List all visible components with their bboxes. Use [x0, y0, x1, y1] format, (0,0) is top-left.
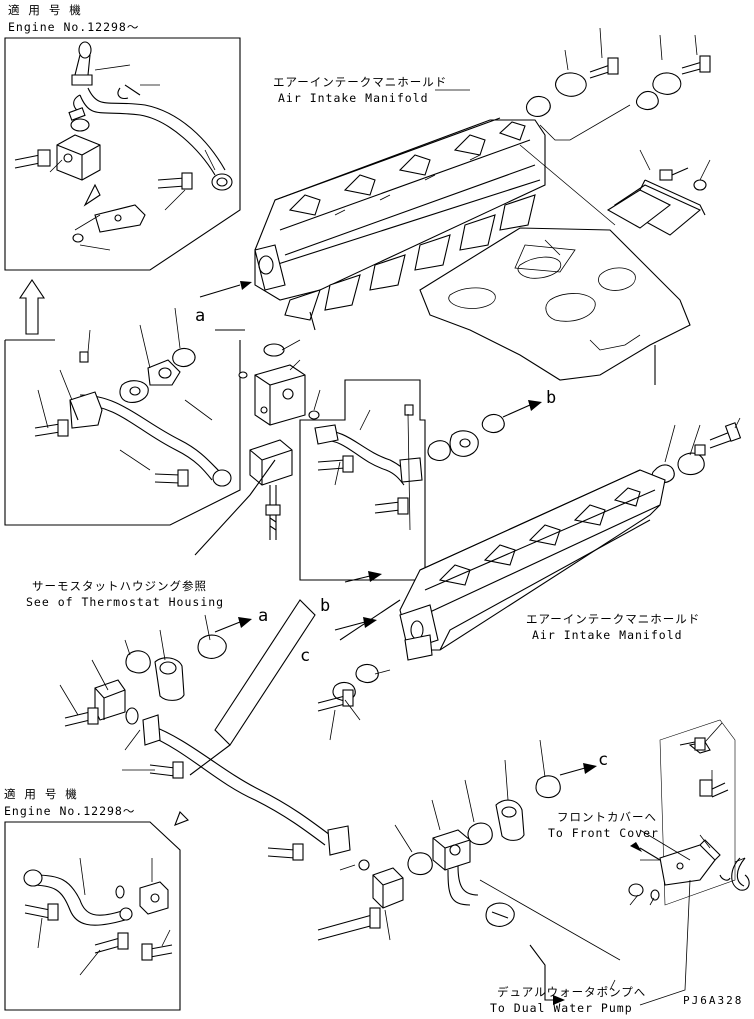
- up-arrow: [18, 279, 46, 335]
- front-cover-jp: フロントカバーへ: [557, 810, 657, 824]
- manifold-upper-jp: エアーインテークマニホールド: [273, 75, 448, 89]
- manifold-lower-jp: エアーインテークマニホールド: [526, 612, 701, 626]
- upper-manifold: [254, 117, 546, 321]
- direction-arrows: [174, 281, 661, 1005]
- thermostat-en: See of Thermostat Housing: [26, 595, 225, 609]
- engine-bottom-en: Engine No.12298～: [4, 804, 136, 818]
- thermostat-jp: サーモスタットハウジング参照: [32, 579, 207, 593]
- label-leaders: [435, 89, 691, 1006]
- right-gaskets: [427, 413, 742, 484]
- callout-c1: c: [300, 646, 311, 666]
- water-pump-en: To Dual Water Pump: [490, 1001, 633, 1015]
- inset-bottom-left: [4, 821, 181, 1011]
- callout-b1: b: [546, 388, 557, 408]
- callout-a1: a: [195, 306, 206, 326]
- engine-bottom-jp: 適 用 号 機: [4, 787, 78, 801]
- manifold-upper-en: Air Intake Manifold: [278, 91, 429, 105]
- lower-right-parts: [628, 719, 750, 906]
- callout-b2: b: [320, 596, 331, 616]
- callout-c3: c: [598, 750, 609, 770]
- middle-left-group: [4, 307, 241, 526]
- engine-block: [419, 227, 691, 385]
- front-cover-en: To Front Cover: [548, 826, 659, 840]
- water-pump-jp: デュアルウォータポンプへ: [497, 985, 647, 999]
- lower-manifold: [399, 469, 666, 661]
- manifold-lower-en: Air Intake Manifold: [532, 628, 683, 642]
- engine-top-en: Engine No.12298～: [8, 20, 140, 34]
- thermostat-block: [238, 339, 321, 540]
- inset-top-left: [4, 37, 241, 271]
- upper-right-parts: [519, 27, 711, 236]
- engine-top-jp: 適 用 号 機: [8, 3, 82, 17]
- middle-pipe-group: [299, 379, 426, 581]
- lower-left-parts: [59, 614, 351, 861]
- lower-center-parts: [317, 739, 561, 941]
- callout-a2: a: [258, 606, 269, 626]
- figure-code: PJ6A328: [683, 994, 744, 1007]
- lower-small-parts: [317, 663, 391, 741]
